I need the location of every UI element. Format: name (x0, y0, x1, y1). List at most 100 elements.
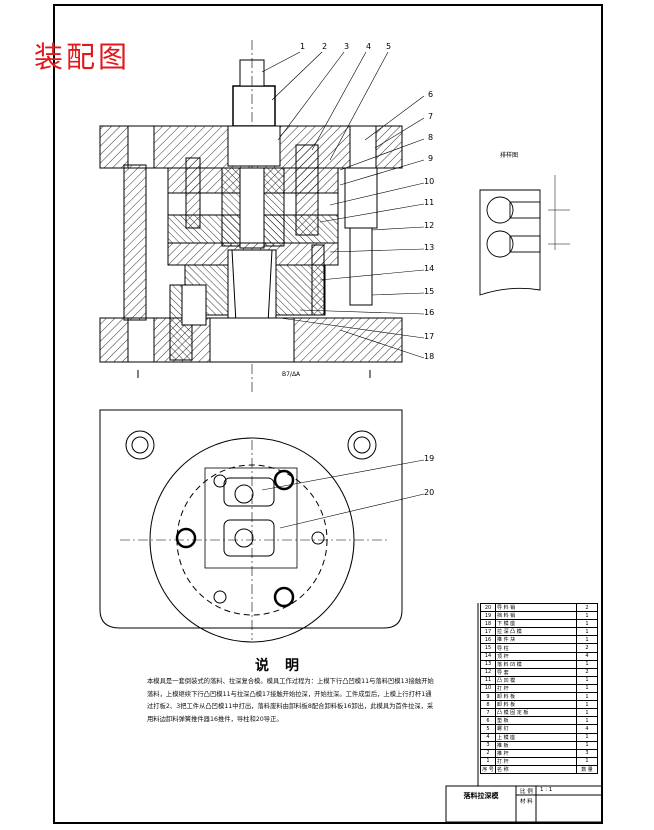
title-block-material-label: 材 料 (520, 799, 533, 805)
bom-cell-qty: 1 (576, 740, 598, 750)
plan-view (99, 409, 403, 643)
bom-cell-qty: 1 (576, 659, 598, 669)
drawing-border (53, 4, 603, 824)
callout-3: 3 (344, 42, 350, 51)
title-block-scale-label: 比 例 (520, 789, 533, 795)
callout-18: 18 (424, 352, 435, 361)
callout-7: 7 (428, 112, 434, 121)
callout-14: 14 (424, 264, 435, 273)
bom-cell-no: 11 (480, 675, 496, 685)
callout-11: 11 (424, 198, 435, 207)
bom-cell-no: 9 (480, 692, 496, 702)
bom-cell-name: 凸 凹 模 (495, 675, 577, 685)
callout-12: 12 (424, 221, 435, 230)
bom-cell-qty: 1 (576, 692, 598, 702)
bom-cell-name: 推 件 块 (495, 635, 577, 645)
callout-1: 1 (300, 42, 306, 51)
bom-cell-qty: 4 (576, 651, 598, 661)
callout-10: 10 (424, 177, 435, 186)
callout-2: 2 (322, 42, 328, 51)
callout-20: 20 (424, 488, 435, 497)
bom-cell-name: 导 柱 (495, 643, 577, 653)
bom-cell-name: 落 料 凹 模 (495, 659, 577, 669)
bom-cell-name: 挡 料 销 (495, 611, 577, 621)
strip-layout-detail (479, 175, 570, 296)
bom-cell-no: 18 (480, 619, 496, 629)
bom-cell-no: 1 (480, 756, 496, 766)
bom-cell-qty: 3 (576, 748, 598, 758)
section-mark: B7/ΔA (282, 371, 301, 378)
bom-cell-name: 打 杆 (495, 756, 577, 766)
bom-cell-no: 16 (480, 635, 496, 645)
bom-cell-no: 5 (480, 724, 496, 734)
callout-6: 6 (428, 90, 434, 99)
bom-cell-qty: 1 (576, 675, 598, 685)
callout-15: 15 (424, 287, 435, 296)
bom-cell-name: 下 模 座 (495, 619, 577, 629)
callout-17: 17 (424, 332, 435, 341)
bom-cell-name: 顶 杆 (495, 651, 577, 661)
bom-cell-qty: 1 (576, 611, 598, 621)
bom-header-name: 名 称 (495, 764, 577, 774)
callout-13: 13 (424, 243, 435, 252)
bom-cell-no: 2 (480, 748, 496, 758)
bom-header-no: 序 号 (480, 764, 496, 774)
bom-cell-qty: 1 (576, 627, 598, 637)
title-block-scale: 1 : 1 (540, 787, 553, 793)
callout-5: 5 (386, 42, 392, 51)
notes-title: 说明 (255, 658, 315, 674)
bom-cell-qty: 1 (576, 619, 598, 629)
bom-cell-no: 19 (480, 611, 496, 621)
title-block-name: 落料拉深模 (463, 792, 499, 800)
callout-8: 8 (428, 133, 434, 142)
bom-cell-no: 14 (480, 651, 496, 661)
callout-19: 19 (424, 454, 435, 463)
callout-9: 9 (428, 154, 434, 163)
bom-cell-name: 垫 板 (495, 716, 577, 726)
bom-cell-no: 17 (480, 627, 496, 637)
bom-cell-qty: 2 (576, 602, 598, 613)
bom-cell-no: 4 (480, 732, 496, 742)
bom-cell-name: 卸 料 板 (495, 692, 577, 702)
section-view (99, 40, 403, 395)
callout-leaders (261, 51, 425, 529)
drawing-title: 装配图 (34, 40, 131, 74)
bom-cell-no: 12 (480, 667, 496, 677)
bom-cell-no: 13 (480, 659, 496, 669)
bom-cell-qty: 1 (576, 635, 598, 645)
bom-cell-no: 8 (480, 700, 496, 710)
bom-cell-no: 7 (480, 708, 496, 718)
bom-cell-name: 凸 模 固 定 板 (495, 708, 577, 718)
bom-cell-no: 3 (480, 740, 496, 750)
bom-cell-name: 卸 料 板 (495, 700, 577, 710)
bom-cell-qty: 2 (576, 667, 598, 677)
bom-cell-qty: 1 (576, 708, 598, 718)
bom-cell-qty: 4 (576, 724, 598, 734)
bom-cell-qty: 2 (576, 643, 598, 653)
strip-layout-label: 排样图 (500, 152, 519, 159)
bom-cell-name: 推 杆 (495, 748, 577, 758)
bom-cell-name: 导 套 (495, 667, 577, 677)
bom-cell-name: 螺 钉 (495, 724, 577, 734)
bom-cell-no: 6 (480, 716, 496, 726)
title-block-frame (445, 603, 603, 823)
bom-cell-name: 拉 深 凸 模 (495, 627, 577, 637)
